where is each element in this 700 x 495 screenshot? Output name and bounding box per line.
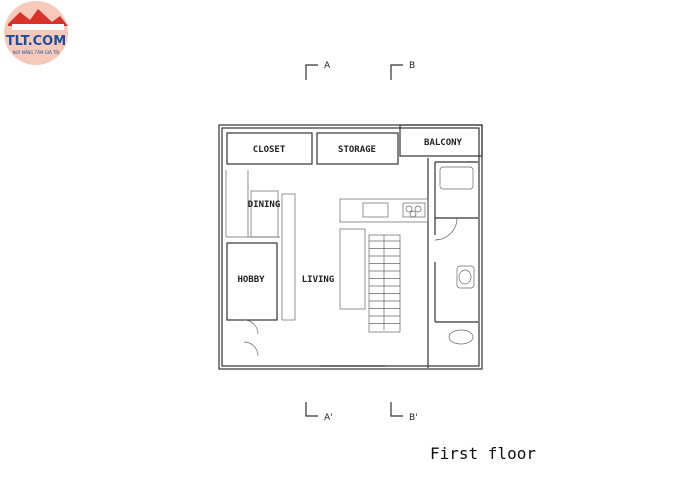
furniture bbox=[243, 166, 475, 357]
room-label-storage: STORAGE bbox=[338, 145, 376, 155]
sofa bbox=[339, 228, 366, 310]
washbasin bbox=[456, 265, 475, 289]
room-label-living: LIVING bbox=[302, 275, 335, 285]
section-markers: A B A' B' bbox=[305, 61, 418, 423]
kitchen-counter bbox=[339, 198, 429, 223]
room-label-closet: CLOSET bbox=[253, 145, 286, 155]
closet-doors bbox=[243, 319, 259, 357]
room-label-balcony: BALCONY bbox=[424, 138, 463, 148]
staircase bbox=[368, 234, 401, 333]
dining-table bbox=[250, 190, 279, 238]
section-a-bottom: A' bbox=[324, 413, 333, 423]
bathtub bbox=[439, 166, 474, 190]
door-swing bbox=[434, 217, 458, 241]
storage-outline bbox=[316, 132, 399, 165]
section-b-bottom: B' bbox=[409, 413, 418, 423]
sink bbox=[362, 202, 389, 218]
floor-caption: First floor bbox=[430, 444, 536, 463]
section-a-top: A bbox=[324, 61, 331, 71]
hobby-outline bbox=[226, 242, 278, 321]
logo-tagline: NƠI NÂNG TẦM GIÁ TRỊ bbox=[13, 50, 60, 55]
tlt-logo: TLT.COM NƠI NÂNG TẦM GIÁ TRỊ bbox=[4, 1, 68, 65]
balcony-outline bbox=[399, 124, 483, 157]
walls bbox=[218, 124, 483, 370]
logo-text: TLT.COM bbox=[6, 34, 66, 49]
room-label-hobby: HOBBY bbox=[237, 275, 265, 285]
long-counter bbox=[281, 193, 296, 321]
toilet bbox=[448, 329, 474, 345]
section-b-top: B bbox=[409, 61, 415, 71]
closet-outline bbox=[226, 132, 313, 165]
room-label-dining: DINING bbox=[248, 200, 281, 210]
